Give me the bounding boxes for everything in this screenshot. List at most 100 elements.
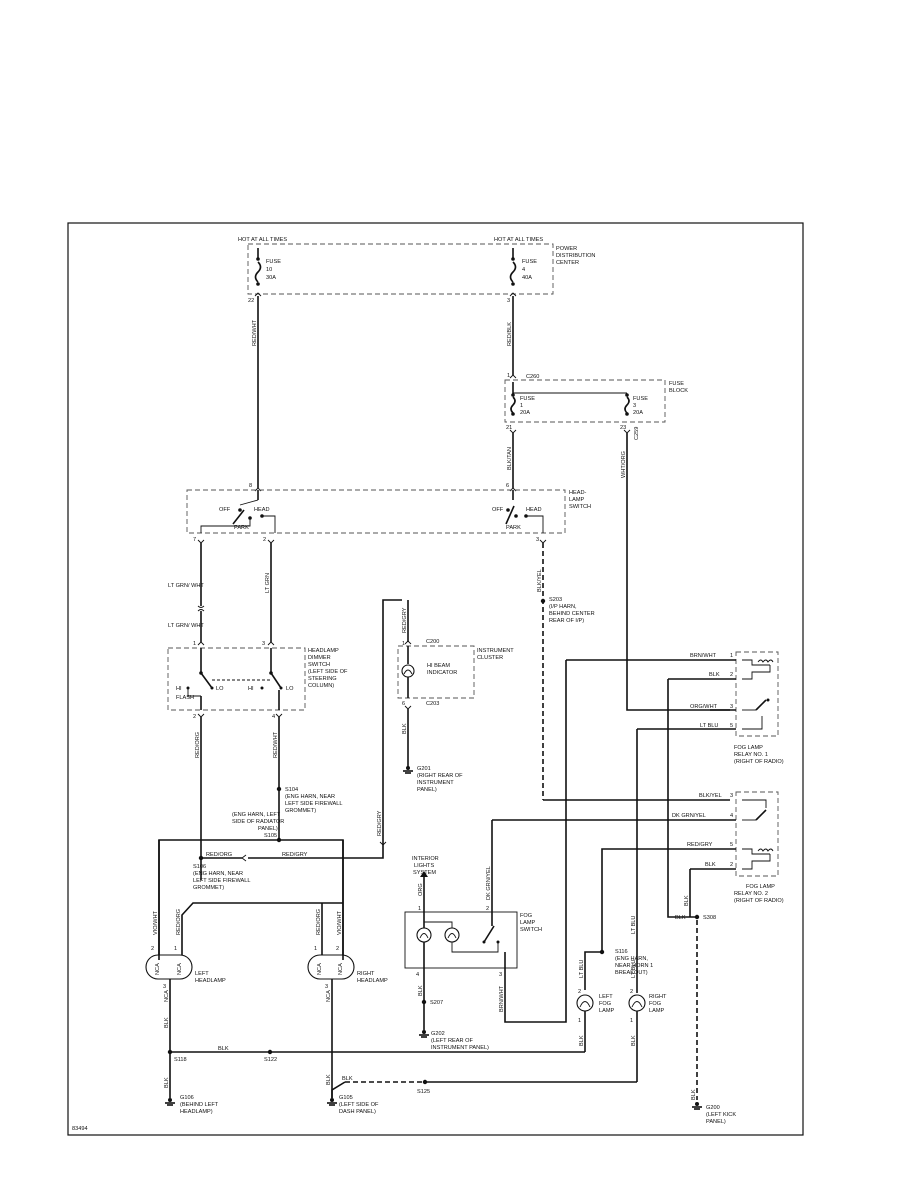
s118-label: S118 <box>174 1057 187 1063</box>
s104-label-1: S104 <box>285 787 298 793</box>
splice-s118 <box>167 1049 173 1055</box>
relay1-wire-4: LT BLU <box>700 723 718 729</box>
g201-label-2: (RIGHT REAR OF <box>417 773 463 779</box>
relay2-label-2: RELAY NO. 2 <box>734 891 768 897</box>
dimmer-pin-3: 3 <box>262 641 265 647</box>
left-hl-label-2: HEADLAMP <box>195 978 226 984</box>
relay1-label-1: FOG LAMP <box>734 745 763 751</box>
relay2-pin-4: 2 <box>730 862 733 868</box>
g106-label-2: (BEHIND LEFT <box>180 1102 219 1108</box>
cluster-conn-bottom: C203 <box>426 701 439 707</box>
s105-label-4: S105 <box>264 833 277 839</box>
fuse-10-num: 10 <box>266 267 272 273</box>
headlamp-switch-right-head: HEAD <box>526 507 542 513</box>
s308-label: S308 <box>703 915 716 921</box>
ground-g200-icon <box>692 1102 702 1110</box>
fuse-block-label-1: FUSE <box>669 381 684 387</box>
splice-s105 <box>276 837 282 843</box>
dimmer-flash: FLASH <box>176 695 194 701</box>
headlamp-switch-right-contact <box>505 505 515 525</box>
fuse-block-pin-23: 23 <box>620 425 626 431</box>
ground-g105-icon <box>327 1098 337 1106</box>
ground-g202-icon <box>419 1030 429 1038</box>
fog-switch-pin-2: 2 <box>486 906 489 912</box>
hi-beam-indicator-bulb-icon <box>401 664 415 678</box>
splice-s207 <box>421 999 427 1005</box>
wire-label-blk-g200: BLK <box>691 1089 697 1100</box>
fog-switch-bulb-icon-1 <box>416 927 432 943</box>
g201-label-1: G201 <box>417 766 431 772</box>
s106-label-3: LEFT SIDE FIREWALL <box>193 878 251 884</box>
g106-label-1: G106 <box>180 1095 194 1101</box>
fuse-3-name: FUSE <box>633 396 648 402</box>
wire-label-blk-l: BLK <box>164 1017 170 1028</box>
g105-label-3: DASH PANEL) <box>339 1109 376 1115</box>
ground-bus: S118 S122 BLK BLK G106 (BEHIND LEFT HEAD… <box>164 1046 637 1115</box>
right-hl-nca-3: NCA <box>326 990 332 1002</box>
wire-label-blk-tan: BLK/TAN <box>507 447 513 470</box>
s105-label-1: (ENG HARN, LEFT <box>232 812 281 818</box>
headlamp-switch-left-contact <box>232 509 245 525</box>
relay1-wire-1: BRN/WHT <box>690 653 717 659</box>
wire-blk-yel-dashed: BLK/YEL S203 (I/P HARN, BEHIND CENTER RE… <box>537 543 730 801</box>
fuse-10-terminal <box>256 257 260 261</box>
relay2-contact <box>755 809 767 821</box>
g105-label-1: G105 <box>339 1095 353 1101</box>
dimmer-label-4: (LEFT SIDE OF <box>308 669 348 675</box>
fuse-block-pin-21: 21 <box>506 425 512 431</box>
wire-label-lt-blu-lf: LT BLU <box>579 960 585 978</box>
left-fog-pin-2: 2 <box>578 989 581 995</box>
left-fog-label-3: LAMP <box>599 1008 615 1014</box>
relay1-label-3: (RIGHT OF RADIO) <box>734 759 784 765</box>
pdc-label-3: CENTER <box>556 260 579 266</box>
relay2-coil-icon <box>757 848 774 852</box>
fog-switch-contact <box>483 925 495 943</box>
fog-switch-bulb-icon-2 <box>444 927 460 943</box>
wire-label-blk-lf: BLK <box>579 1035 585 1046</box>
wire-blk-tan: BLK/TAN <box>507 433 514 488</box>
s104-label-4: GROMMET) <box>285 808 316 814</box>
wire-wht-org: WHT/ORG <box>621 433 730 711</box>
s203-label-4: REAR OF I/P) <box>549 618 584 624</box>
fog-switch-label-1: FOG <box>520 913 532 919</box>
wire-label-vio-wht-r: VIO/WHT <box>337 910 343 935</box>
diagram-id: 83494 <box>72 1126 88 1132</box>
fog-switch-pin-3: 3 <box>499 972 502 978</box>
wire-label-blk-rf: BLK <box>631 1035 637 1046</box>
dimmer-pin-4: 4 <box>272 714 275 720</box>
pdc-pin-22: 22 <box>248 298 254 304</box>
wire-label-red-blk: RED/BLK <box>507 322 513 346</box>
dimmer-label-6: COLUMN) <box>308 683 334 689</box>
wire-red-org-dimmer: RED/ORG <box>195 717 202 856</box>
headlamp-switch-pin-2: 2 <box>263 537 266 543</box>
left-fog-pin-1: 1 <box>578 1018 581 1024</box>
right-hl-label-1: RIGHT <box>357 971 375 977</box>
headlamp-switch-label-3: SWITCH <box>569 504 591 510</box>
wire-label-red-org-l: RED/ORG <box>176 909 182 935</box>
wire-label-red-gry-b: RED/GRY <box>282 852 308 858</box>
s122-label: S122 <box>264 1057 277 1063</box>
s106-label-1: S106 <box>193 864 206 870</box>
splice-s203 <box>540 598 546 604</box>
fuse-10-icon <box>254 261 262 283</box>
power-distribution-center: HOT AT ALL TIMES HOT AT ALL TIMES POWER … <box>238 237 595 304</box>
relay1-wire-3: ORG/WHT <box>690 704 718 710</box>
fog-lamp-switch: INTERIOR LIGHTS SYSTEM ORG DK GRN/YEL 1 … <box>404 820 567 1051</box>
right-hl-pin-1: 1 <box>314 946 317 952</box>
splice-s122 <box>267 1049 273 1055</box>
relay1-contact <box>755 699 767 711</box>
wire-label-brn-wht-v: BRN/WHT <box>499 985 505 1012</box>
dimmer-label-2: DIMMER <box>308 655 331 661</box>
cluster-indicator-2: INDICATOR <box>427 670 457 676</box>
s116-label-4: BREAKOUT) <box>615 970 648 976</box>
fog-switch-pin-1: 1 <box>418 906 421 912</box>
fuse-4-amp: 40A <box>522 275 532 281</box>
fuse-4-icon <box>509 261 517 283</box>
wire-label-dk-grn-yel-v: DK GRN/YEL <box>486 866 492 900</box>
left-headlamp: VIO/WHT RED/ORG 2 1 NCA NCA LEFT HEADLAM… <box>145 840 343 1098</box>
wire-red-wht-dimmer: RED/WHT S104 (ENG HARN, NEAR LEFT SIDE F… <box>273 717 343 840</box>
splice-s116 <box>599 949 605 955</box>
ground-g106-icon <box>165 1098 175 1106</box>
s104-label-3: LEFT SIDE FIREWALL <box>285 801 343 807</box>
fog-switch-pin-4: 4 <box>416 972 419 978</box>
